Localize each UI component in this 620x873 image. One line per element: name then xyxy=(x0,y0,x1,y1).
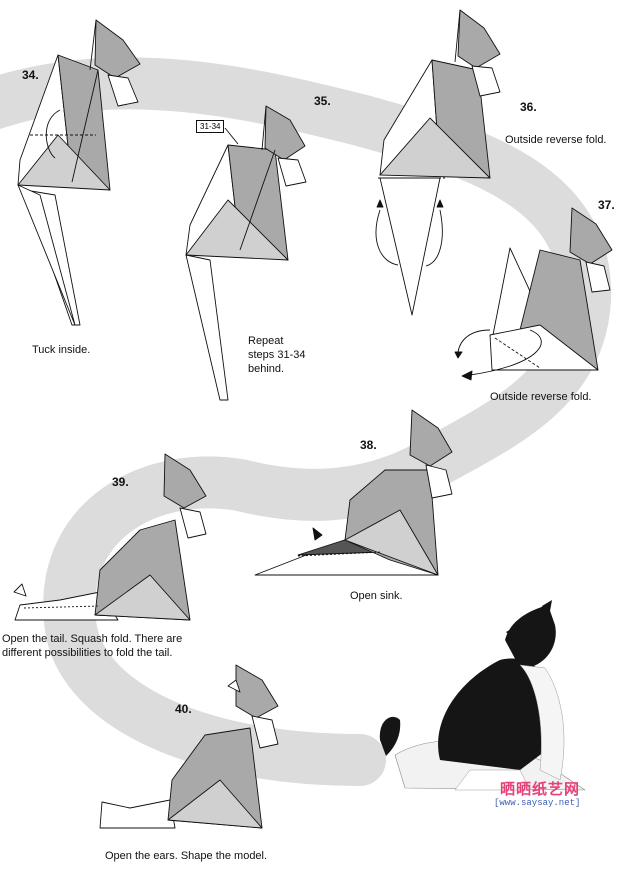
step-38-number: 38. xyxy=(360,438,377,452)
step-36-caption: Outside reverse fold. xyxy=(505,134,607,146)
finished-cat-photo xyxy=(379,600,586,791)
step-38-figure xyxy=(254,409,453,576)
step-40-figure xyxy=(99,664,279,829)
step-34-number: 34. xyxy=(22,68,39,82)
step-39-caption: Open the tail. Squash fold. There are di… xyxy=(2,632,182,660)
step-39-number: 39. xyxy=(112,475,129,489)
step-35-caption-line-3: behind. xyxy=(248,363,285,375)
step-35-caption-line-2: steps 31-34 xyxy=(248,349,306,361)
step-37-caption: Outside reverse fold. xyxy=(490,391,592,403)
watermark-logo: 晒晒纸艺网 xyxy=(500,781,581,798)
step-35-caption: Repeat steps 31-34 behind. xyxy=(248,334,305,376)
step-36-figure xyxy=(375,9,501,316)
step-40-caption: Open the ears. Shape the model. xyxy=(105,850,268,862)
watermark-url: [www.saysay.net] xyxy=(494,798,581,808)
step-34-caption: Tuck inside. xyxy=(32,344,91,356)
step-35-figure xyxy=(185,105,307,401)
step-39-caption-line-2: different possibilities to fold the tail… xyxy=(2,647,173,659)
step-36-number: 36. xyxy=(520,100,537,114)
step-37-number: 37. xyxy=(598,198,615,212)
step-38-caption: Open sink. xyxy=(350,590,403,602)
step-35-caption-line-1: Repeat xyxy=(248,335,284,347)
step-39-figure xyxy=(13,453,207,621)
step-34-figure xyxy=(17,19,141,326)
step-35-reference-box: 31-34 xyxy=(196,120,225,133)
step-39-caption-line-1: Open the tail. Squash fold. There are xyxy=(2,633,183,645)
step-37-figure xyxy=(454,207,613,381)
step-40-number: 40. xyxy=(175,702,192,716)
step-35-number: 35. xyxy=(314,94,331,108)
